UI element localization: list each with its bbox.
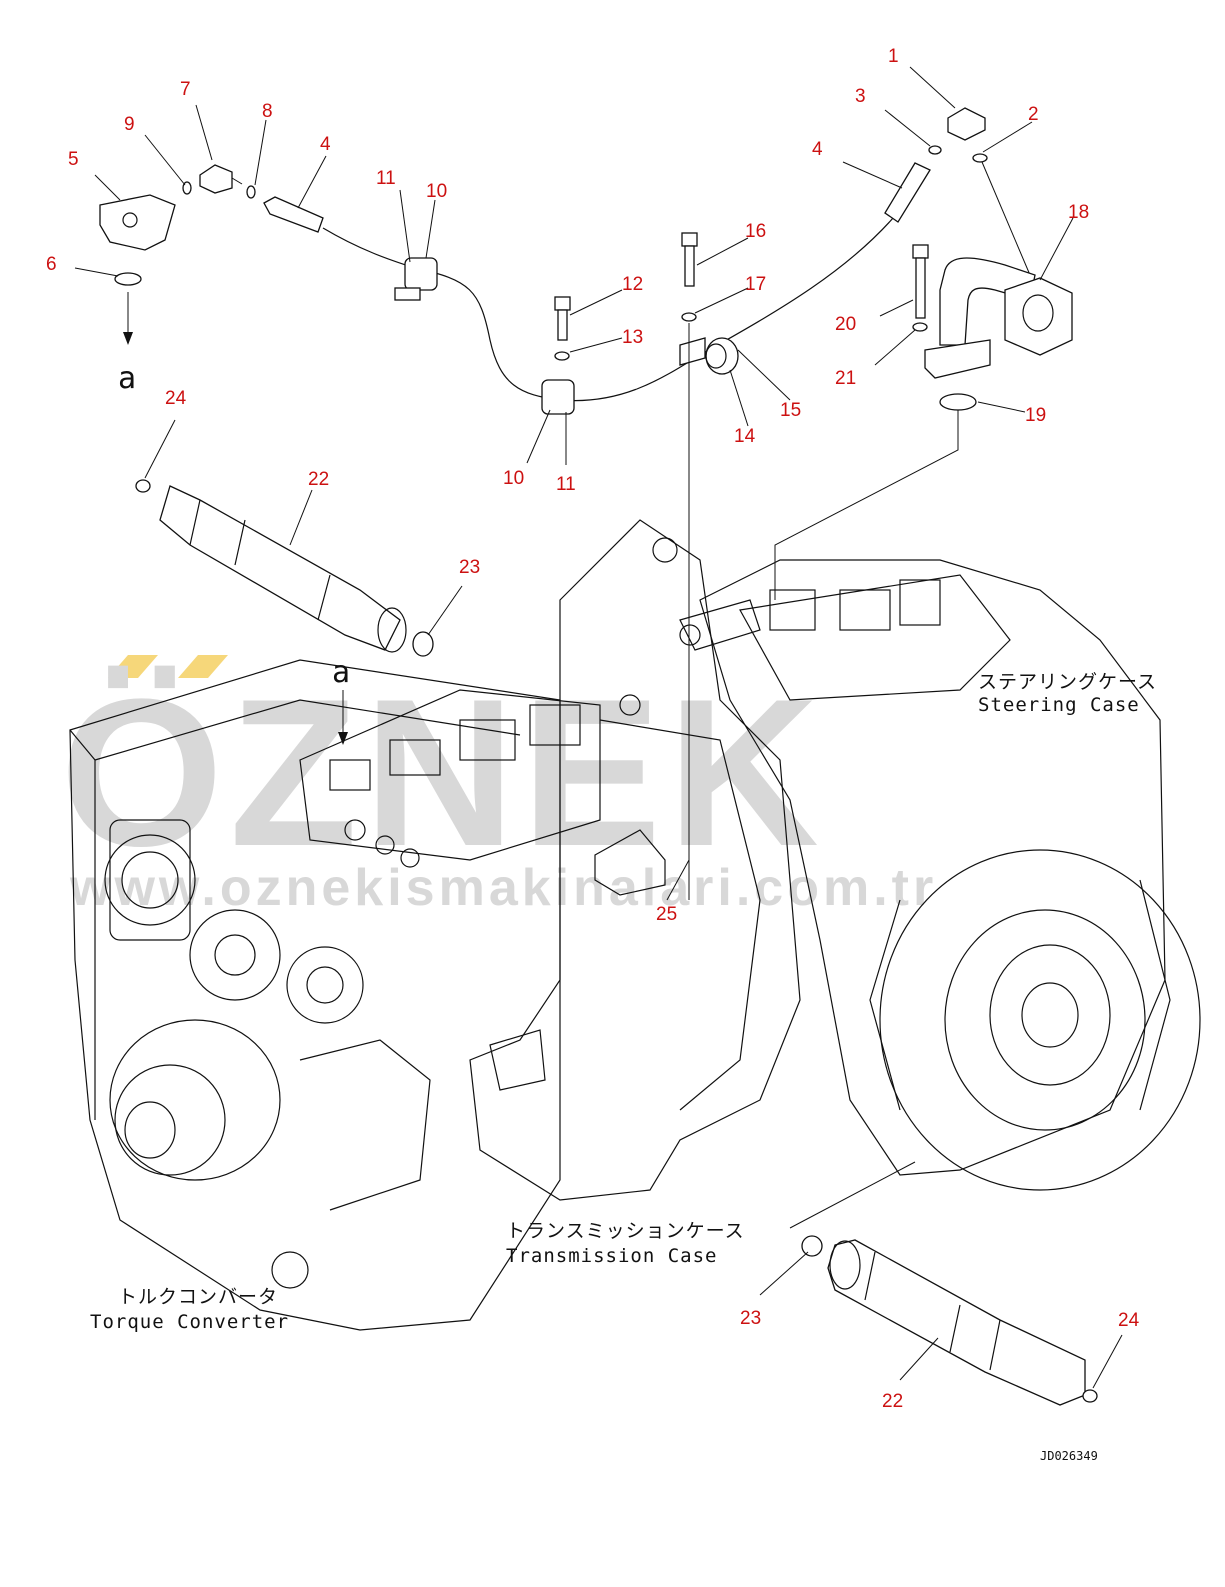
hose-line: [322, 209, 901, 402]
plug-part-24-upper: [135, 479, 151, 493]
callout-23-lower: 23: [740, 1308, 761, 1329]
callout-11-lower: 11: [556, 474, 576, 495]
bracket-part-5: [99, 194, 176, 251]
callout-13: 13: [622, 327, 643, 348]
clamp-part-10-lower: [541, 379, 575, 415]
watermark-url: www.oznekismakinalari.com.tr: [69, 859, 937, 917]
torque-converter-label-jp: トルクコンバータ: [118, 1286, 278, 1308]
o-ring-part-8: [246, 185, 256, 199]
callout-12: 12: [622, 274, 643, 295]
assembly-labels: ステアリングケース Steering Case トランスミッションケース Tra…: [90, 671, 1157, 1463]
view-marker-a-lower: a: [332, 655, 350, 690]
callout-6: 6: [46, 254, 57, 275]
view-marker-a-upper: a: [118, 361, 136, 396]
callout-3: 3: [855, 86, 866, 107]
o-ring-part-3: [928, 145, 942, 155]
hose-fitting-part-4-left: [263, 196, 324, 233]
callout-18: 18: [1068, 202, 1089, 223]
callout-22-upper: 22: [308, 469, 329, 490]
o-ring-part-19: [939, 393, 977, 411]
plug-part-24-lower: [1082, 1389, 1098, 1403]
callout-14: 14: [734, 426, 756, 447]
bolt-part-12: [554, 296, 571, 311]
callout-25: 25: [656, 904, 677, 925]
plate-part-11-upper: [394, 287, 421, 301]
steering-case-label-en: Steering Case: [978, 694, 1140, 716]
o-ring-part-2: [972, 153, 988, 163]
callout-10-lower: 10: [503, 468, 524, 489]
upper-parts: a: [99, 107, 1073, 900]
callout-4-right: 4: [812, 139, 823, 160]
callout-7: 7: [180, 79, 191, 100]
flange-part-18: [1004, 277, 1073, 356]
watermark-accent-right: [178, 655, 228, 678]
callout-21: 21: [835, 368, 856, 389]
callouts: 1 2 3 4 4 5 6 7 8 9 10 10 11 11 12 13 14…: [46, 46, 1140, 1412]
shaft-part-22-upper: [159, 485, 401, 651]
transmission-case-label-jp: トランスミッションケース: [506, 1220, 745, 1242]
elbow-part-7: [199, 164, 233, 194]
callout-2: 2: [1028, 104, 1039, 125]
hose-fitting-part-4-right: [884, 162, 931, 223]
callout-10-upper: 10: [426, 181, 447, 202]
transmission-case-label-en: Transmission Case: [506, 1245, 717, 1267]
bolt-part-20: [912, 244, 929, 259]
callout-16: 16: [745, 221, 766, 242]
callout-5: 5: [68, 149, 79, 170]
callout-15: 15: [780, 400, 801, 421]
callout-24-upper: 24: [165, 388, 187, 409]
callout-22-lower: 22: [882, 1391, 903, 1412]
callout-4-left: 4: [320, 134, 331, 155]
o-ring-part-6: [114, 272, 142, 286]
transmission-assembly: [69, 519, 1201, 1331]
bolt-part-16: [681, 232, 698, 247]
washer-part-23-lower: [801, 1235, 823, 1257]
washer-part-23-upper: [412, 631, 434, 657]
callout-11-upper: 11: [376, 168, 396, 189]
torque-converter-label-en: Torque Converter: [90, 1311, 289, 1333]
shafts: a: [135, 479, 1098, 1406]
callout-17: 17: [745, 274, 766, 295]
callout-19: 19: [1025, 405, 1046, 426]
callout-9: 9: [124, 114, 135, 135]
clamp-part-15: [705, 337, 739, 375]
drawing-id: JD026349: [1040, 1449, 1098, 1463]
watermark-accent-left: [108, 655, 158, 678]
callout-1: 1: [888, 46, 899, 67]
watermark-logo: ÖZNEK: [60, 655, 825, 890]
washer-part-13: [554, 351, 570, 361]
callout-leaders: [74, 66, 1123, 1389]
callout-23-upper: 23: [459, 557, 480, 578]
clamp-part-10-upper: [404, 257, 438, 291]
elbow-part-1: [947, 107, 986, 141]
washer-part-17: [681, 312, 697, 322]
callout-8: 8: [262, 101, 273, 122]
callout-20: 20: [835, 314, 856, 335]
callout-24-lower: 24: [1118, 1310, 1140, 1331]
plate-part-14: [679, 337, 706, 366]
washer-part-21: [912, 322, 928, 332]
steering-case-label-jp: ステアリングケース: [978, 671, 1157, 693]
